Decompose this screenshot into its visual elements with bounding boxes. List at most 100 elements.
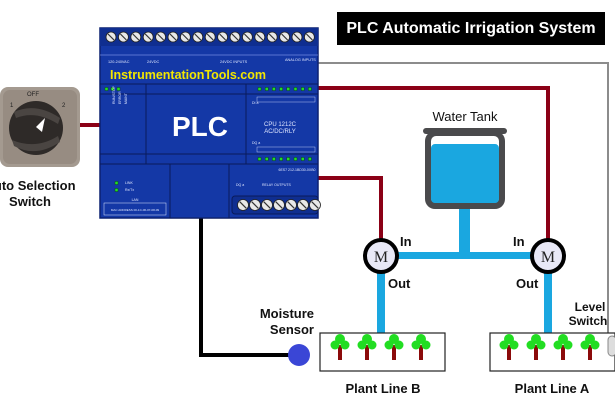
led-icon [104, 87, 109, 91]
led-icon [279, 87, 283, 91]
screw-terminal [285, 199, 297, 211]
screw-terminal [192, 31, 204, 43]
switch-label-2: Switch [9, 194, 51, 209]
motor-a-out-label: Out [516, 276, 539, 291]
switch-pos-off: OFF [27, 92, 39, 98]
plant-leaf [421, 340, 431, 350]
led-icon [110, 87, 115, 91]
plant-trunk [561, 345, 565, 360]
plc-model-line2: AC/DC/RLY [264, 129, 296, 135]
plant-leaf [590, 340, 600, 350]
screw-terminal [155, 31, 167, 43]
plant-leaf [394, 340, 404, 350]
screw-terminal [229, 31, 241, 43]
screw-terminal [261, 199, 273, 211]
plant [384, 334, 404, 360]
led-icon [114, 188, 119, 192]
screw-terminal [279, 31, 291, 43]
dq-relay-label: DQ a [236, 183, 244, 187]
plant [580, 334, 600, 360]
status-leds [104, 87, 312, 192]
led-icon [293, 87, 298, 91]
switch-pointer-icon [36, 118, 45, 132]
motor-a-symbol: M [541, 249, 555, 266]
plant-trunk [507, 345, 511, 360]
led-icon [308, 87, 312, 91]
plant-line-a-label: Plant Line A [515, 381, 590, 396]
water-tank-label: Water Tank [432, 109, 498, 124]
water-pipes [377, 208, 552, 333]
screw-terminal [237, 199, 249, 211]
line-a-supply-pipe [544, 268, 552, 333]
led-icon [114, 181, 119, 185]
line-b-supply-pipe [377, 268, 385, 333]
led-icon [257, 157, 262, 161]
plant [526, 334, 546, 360]
screw-terminal [179, 31, 191, 43]
level-switch-label-1: Level [575, 300, 606, 314]
status-label-run: RUN/STOP [112, 85, 116, 104]
plc-di-label: DI a [252, 101, 258, 105]
link-led-label: LINK [125, 181, 133, 185]
part-number: 6ES7 212-1BD30-0XB0 [279, 168, 316, 172]
switch-pos-1: 1 [10, 103, 14, 109]
plant [357, 334, 377, 360]
plant-leaf [580, 340, 590, 350]
plc-center-panel [169, 163, 230, 219]
screw-terminal [291, 31, 303, 43]
screw-terminal [204, 31, 216, 43]
tank-outlet-pipe [459, 208, 470, 254]
plc-dc-label: 24VDC [147, 60, 159, 64]
plant-leaf [357, 340, 367, 350]
motor-a-in-label: In [513, 234, 525, 249]
motor-a-body [530, 238, 566, 274]
led-icon [293, 157, 298, 161]
screw-terminal [249, 199, 261, 211]
plant-leaf [330, 340, 340, 350]
led-icon [265, 157, 269, 161]
screw-terminal [217, 31, 229, 43]
plc-label: PLC [172, 111, 228, 142]
led-icon [265, 87, 269, 91]
plant [499, 334, 519, 360]
plant-trunk [588, 345, 592, 360]
screw-terminal [241, 31, 253, 43]
led-icon [272, 157, 276, 161]
screw-terminal [297, 199, 309, 211]
plc-unit: 120-240VAC 24VDC 24VDC INPUTS ANALOG INP… [99, 27, 321, 219]
screw-terminal [118, 31, 129, 43]
plant-leaf [536, 340, 546, 350]
plant-leaf [411, 340, 421, 350]
screw-terminal [105, 31, 117, 43]
led-icon [301, 157, 305, 161]
diagram-title: PLC Automatic Irrigation System [337, 12, 605, 45]
plant [553, 334, 573, 360]
tank-water [431, 144, 499, 203]
motor-a: M In Out [513, 234, 566, 291]
screw-terminal [130, 31, 142, 43]
level-switch-float [607, 335, 615, 357]
rxtx-led-label: Rx/Tx [125, 188, 134, 192]
auto-selection-switch: OFF 1 2 [0, 87, 80, 167]
led-icon [301, 87, 305, 91]
screw-terminal [167, 31, 179, 43]
plant-trunk [534, 345, 538, 360]
header-pipe [390, 252, 540, 259]
plant-leaf [509, 340, 519, 350]
plant-leaf [340, 340, 350, 350]
motor-b-signal-wire [318, 176, 383, 240]
plc-dq-label: DQ a [252, 141, 260, 145]
switch-pos-2: 2 [62, 103, 66, 109]
led-icon [257, 87, 262, 91]
screw-terminal [309, 199, 321, 211]
led-icon [308, 157, 312, 161]
plant-line-b-label: Plant Line B [345, 381, 420, 396]
motor-b-out-label: Out [388, 276, 411, 291]
plant-line-b-plants [330, 334, 431, 360]
moisture-sensor [288, 344, 310, 366]
plant [411, 334, 431, 360]
plant-leaf [499, 340, 509, 350]
plc-brand-text: InstrumentationTools.com [110, 68, 266, 82]
moisture-sensor-wire [199, 218, 293, 357]
